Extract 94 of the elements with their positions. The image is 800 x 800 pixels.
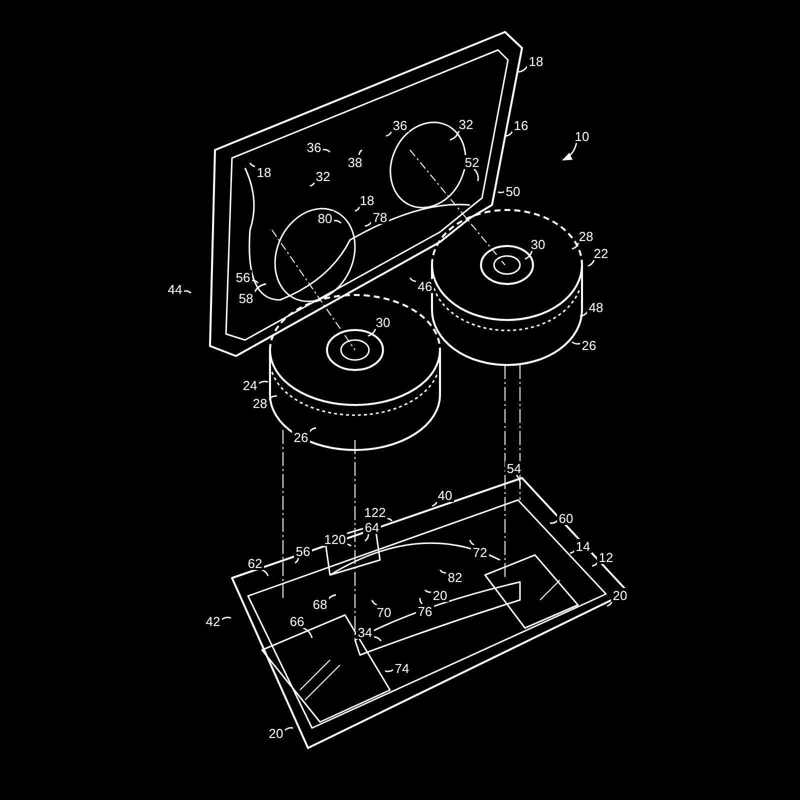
callout-number: 30 bbox=[374, 315, 392, 329]
callout-number: 76 bbox=[416, 604, 434, 618]
callout-number: 74 bbox=[393, 661, 411, 675]
leader-line bbox=[592, 562, 598, 567]
leader-line bbox=[588, 260, 595, 267]
callout-number: 32 bbox=[457, 117, 475, 131]
callout-number: 48 bbox=[587, 300, 605, 314]
callout-number: 50 bbox=[504, 184, 522, 198]
leader-line bbox=[562, 142, 578, 161]
callout-number: 58 bbox=[237, 291, 255, 305]
leader-line bbox=[572, 341, 581, 345]
callout-number: 62 bbox=[246, 556, 264, 570]
callout-number: 20 bbox=[267, 726, 285, 740]
leader-line bbox=[322, 148, 330, 153]
leader-line bbox=[294, 558, 300, 564]
leader-line bbox=[368, 328, 376, 337]
leader-line bbox=[384, 668, 394, 672]
leader-line bbox=[550, 520, 558, 524]
leader-line bbox=[221, 616, 232, 620]
leader-line bbox=[409, 278, 416, 282]
callout-number: 122 bbox=[362, 505, 388, 519]
leader-line bbox=[439, 570, 446, 574]
callout-number: 10 bbox=[573, 129, 591, 143]
callout-number: 82 bbox=[446, 570, 464, 584]
leader-line bbox=[364, 534, 370, 542]
leader-line bbox=[254, 283, 266, 292]
callout-number: 20 bbox=[611, 588, 629, 602]
leader-line bbox=[516, 474, 521, 486]
callout-number: 28 bbox=[251, 396, 269, 410]
callout-number: 78 bbox=[371, 210, 389, 224]
callout-number: 40 bbox=[436, 488, 454, 502]
leader-line bbox=[249, 162, 256, 168]
leader-line bbox=[374, 636, 382, 642]
callout-number: 18 bbox=[358, 193, 376, 207]
callout-number: 68 bbox=[311, 597, 329, 611]
callout-number: 34 bbox=[356, 625, 374, 639]
leader-line bbox=[387, 518, 393, 522]
callout-number: 32 bbox=[314, 169, 332, 183]
callout-number: 20 bbox=[431, 588, 449, 602]
callout-number: 30 bbox=[529, 237, 547, 251]
callout-number: 46 bbox=[416, 279, 434, 293]
callout-number: 26 bbox=[580, 338, 598, 352]
callout-number: 26 bbox=[292, 430, 310, 444]
leader-line bbox=[309, 427, 316, 432]
leader-line bbox=[432, 502, 438, 507]
leader-line bbox=[518, 66, 528, 73]
callout-number: 54 bbox=[505, 461, 523, 475]
leader-line bbox=[328, 594, 336, 600]
leader-line bbox=[310, 182, 315, 187]
leader-line bbox=[580, 311, 588, 317]
leader-line bbox=[347, 544, 352, 547]
leader-line bbox=[386, 131, 392, 137]
leader-line bbox=[524, 250, 533, 260]
leader-line bbox=[606, 602, 612, 607]
leader-line bbox=[572, 242, 580, 250]
callout-number: 56 bbox=[234, 270, 252, 284]
leader-line bbox=[252, 280, 258, 284]
leader-line bbox=[284, 727, 294, 732]
callout-number: 66 bbox=[288, 614, 306, 628]
leader-line bbox=[268, 395, 277, 400]
callout-number: 64 bbox=[363, 520, 381, 534]
callout-number: 18 bbox=[255, 165, 273, 179]
callout-number: 36 bbox=[305, 140, 323, 154]
callout-number: 28 bbox=[577, 229, 595, 243]
leader-line bbox=[302, 627, 313, 638]
callout-number: 16 bbox=[512, 118, 530, 132]
leader-line bbox=[364, 222, 372, 227]
leader-line bbox=[506, 130, 513, 137]
callout-number: 36 bbox=[391, 118, 409, 132]
leader-line bbox=[354, 206, 360, 212]
callout-number: 56 bbox=[294, 544, 312, 558]
callout-number: 24 bbox=[241, 378, 259, 392]
leader-line bbox=[334, 220, 342, 224]
callout-number: 52 bbox=[463, 155, 481, 169]
leader-line bbox=[262, 569, 269, 576]
leader-line bbox=[258, 380, 268, 384]
leader-line bbox=[358, 149, 362, 156]
callout-number: 42 bbox=[204, 614, 222, 628]
leader-line bbox=[424, 589, 432, 593]
callout-number: 60 bbox=[557, 511, 575, 525]
callout-number: 38 bbox=[346, 155, 364, 169]
callout-number: 70 bbox=[375, 605, 393, 619]
callout-number: 22 bbox=[592, 246, 610, 260]
leader-line bbox=[474, 168, 479, 182]
callout-number: 18 bbox=[527, 54, 545, 68]
callout-number: 12 bbox=[597, 550, 615, 564]
leader-line bbox=[450, 130, 460, 141]
leader-line bbox=[371, 600, 378, 606]
leader-line bbox=[469, 540, 474, 546]
callout-number: 72 bbox=[471, 545, 489, 559]
callout-number: 14 bbox=[574, 539, 592, 553]
callout-number: 120 bbox=[322, 532, 348, 546]
callout-number: 80 bbox=[316, 211, 334, 225]
callout-number: 44 bbox=[166, 282, 184, 296]
